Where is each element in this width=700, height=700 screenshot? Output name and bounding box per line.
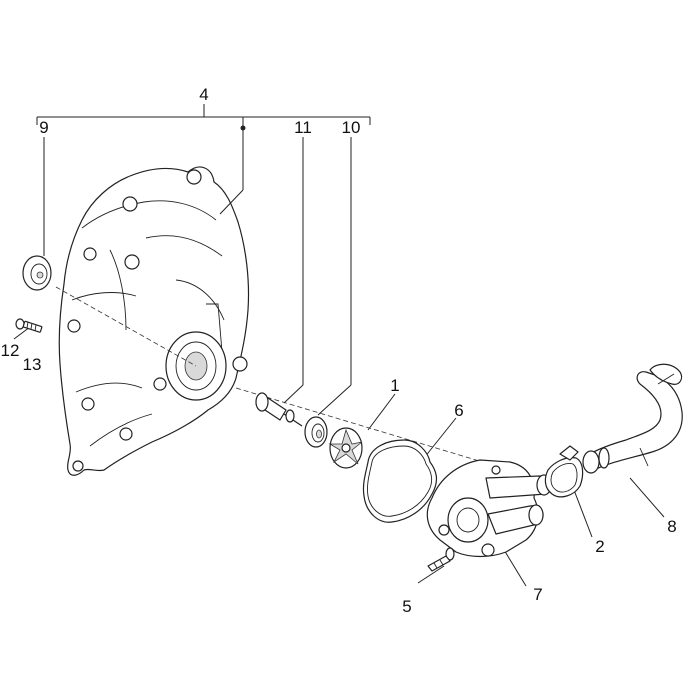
label-7: 7 — [533, 585, 542, 604]
label-1: 1 — [390, 376, 399, 395]
part-6-oring — [362, 439, 438, 523]
label-5: 5 — [402, 597, 411, 616]
label-6: 6 — [454, 401, 463, 420]
part-1-impeller — [328, 427, 363, 469]
part-9-plug — [22, 255, 52, 291]
callout-labels: 4 9 11 10 1 6 2 8 5 7 12 13 — [1, 85, 677, 616]
label-9: 9 — [39, 118, 48, 137]
group-bracket-4 — [36, 104, 371, 128]
part-7-pump-cover — [426, 459, 553, 558]
leader-lines — [13, 125, 665, 587]
part-10-seal — [304, 416, 328, 448]
label-13: 13 — [23, 355, 42, 374]
label-10: 10 — [342, 118, 361, 137]
part-12-13-screw — [15, 318, 43, 333]
part-11-shaft — [255, 392, 303, 427]
part-2-clamp — [544, 445, 584, 498]
assembly-axis — [55, 286, 557, 485]
part-8-hose — [582, 363, 683, 474]
label-4: 4 — [199, 85, 208, 104]
leader-dot — [240, 125, 246, 131]
label-2: 2 — [595, 537, 604, 556]
label-8: 8 — [667, 517, 676, 536]
label-11: 11 — [294, 118, 312, 137]
label-12: 12 — [1, 341, 20, 360]
part-5-screw — [427, 547, 455, 572]
